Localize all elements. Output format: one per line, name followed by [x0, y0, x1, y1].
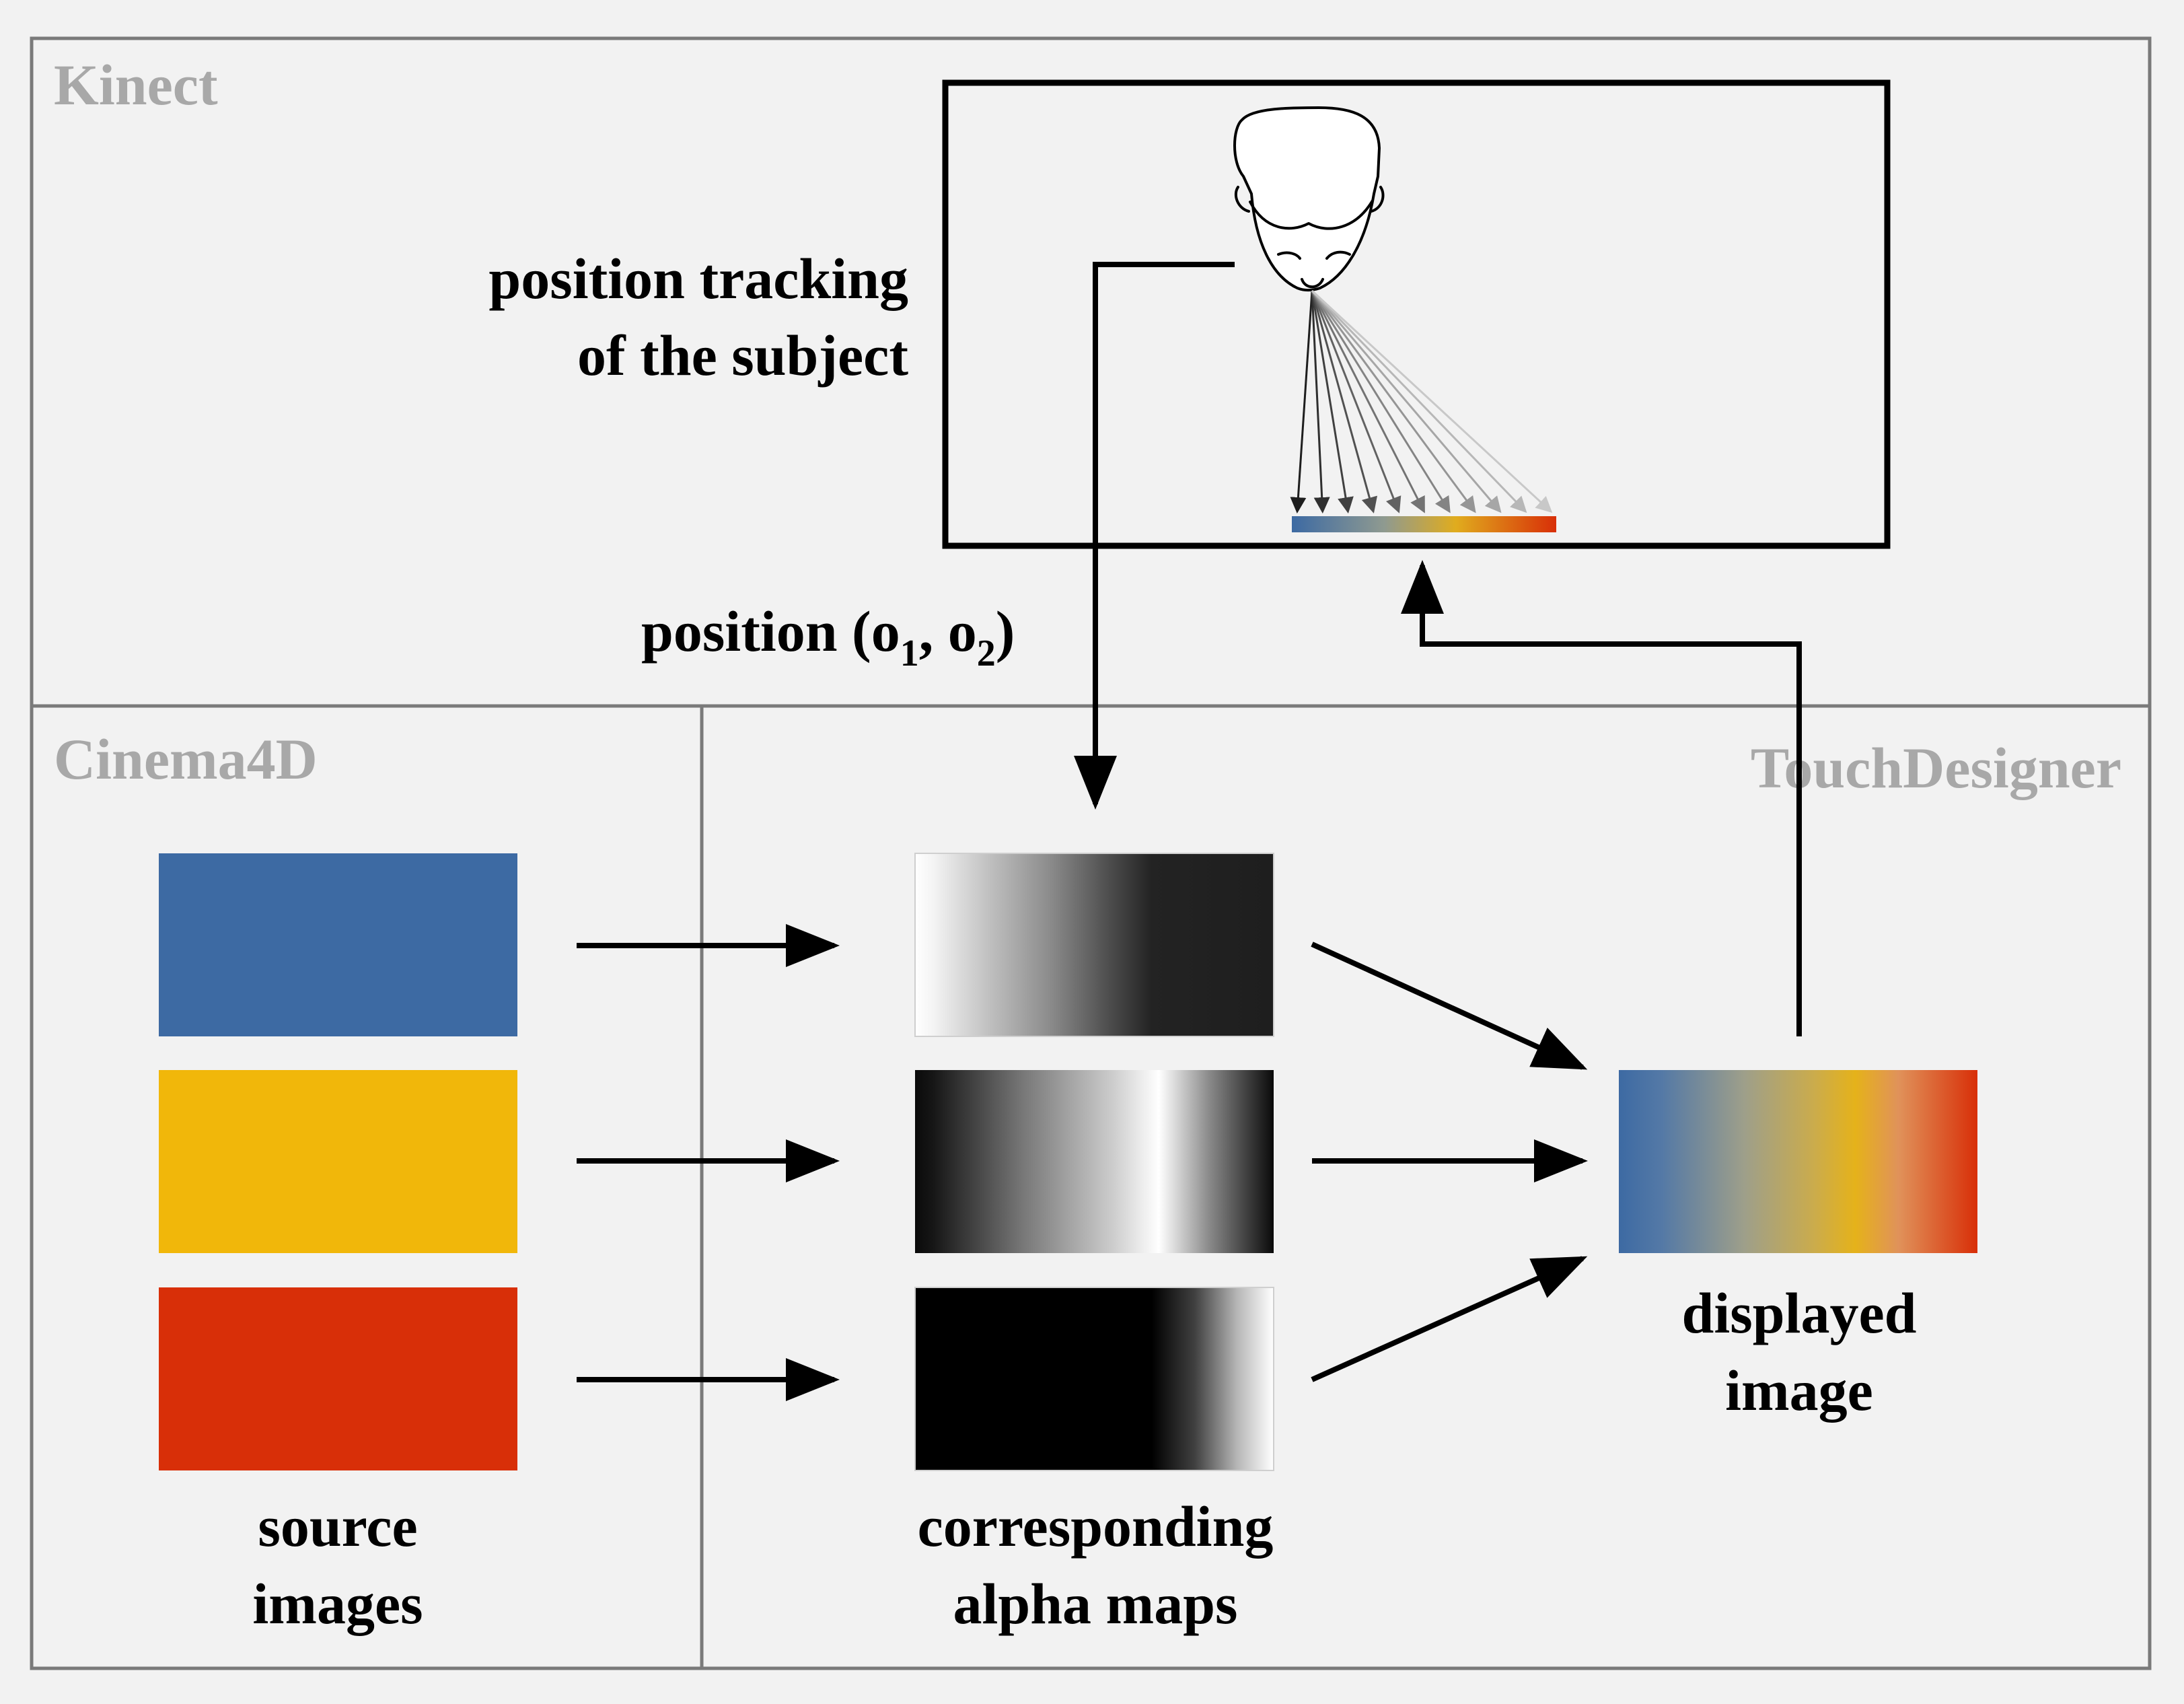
alpha-to-display-arrows [1311, 942, 1588, 1382]
displayed-label-line2: image [1725, 1358, 1873, 1423]
viewing-rays [1290, 289, 1553, 513]
viewing-ray [1311, 290, 1402, 513]
alpha-maps [914, 853, 1274, 1471]
tracking-label-line2: of the subject [577, 323, 908, 388]
display-frame [942, 79, 1891, 549]
alpha-map-2 [915, 1070, 1274, 1253]
source-label-line2: images [252, 1571, 423, 1636]
displayed-image [1619, 1070, 1977, 1253]
viewing-ray [1311, 290, 1354, 513]
alpha-map-1 [914, 853, 1274, 1037]
head-top-view-icon [1233, 106, 1385, 291]
arrow-alpha-to-display-1 [1311, 942, 1588, 1070]
alpha-label-line1: corresponding [918, 1494, 1274, 1559]
position-label: position (o1, o2) [641, 599, 1015, 674]
alpha-label-line2: alpha maps [953, 1571, 1238, 1636]
viewing-ray [1311, 290, 1425, 513]
viewing-ray [1311, 289, 1527, 513]
section-label-kinect: Kinect [54, 52, 218, 117]
arrow-alpha-to-display-3 [1311, 1256, 1588, 1382]
position-arrow [1074, 262, 1235, 810]
displayed-label-line1: displayed [1682, 1281, 1917, 1345]
display-feedback-arrow [1401, 560, 1802, 1036]
source-images [159, 853, 517, 1470]
viewing-ray [1311, 290, 1330, 513]
viewing-ray [1311, 289, 1553, 513]
display-strip [1292, 516, 1556, 532]
tracking-label-line1: position tracking [488, 246, 908, 311]
section-label-touchdesigner: TouchDesigner [1751, 736, 2121, 800]
source-label-line1: source [258, 1494, 417, 1559]
viewing-ray [1311, 290, 1451, 513]
alpha-map-3 [914, 1287, 1274, 1471]
source-image-red [159, 1287, 517, 1470]
section-label-cinema4d: Cinema4D [54, 727, 318, 791]
outer-frame [30, 36, 2152, 1670]
source-image-blue [159, 853, 517, 1036]
viewing-ray [1311, 290, 1476, 513]
source-to-alpha-arrows [577, 924, 840, 1401]
viewing-ray [1290, 290, 1313, 513]
viewing-ray [1311, 290, 1502, 513]
source-image-yellow [159, 1070, 517, 1253]
viewing-ray [1311, 290, 1378, 513]
